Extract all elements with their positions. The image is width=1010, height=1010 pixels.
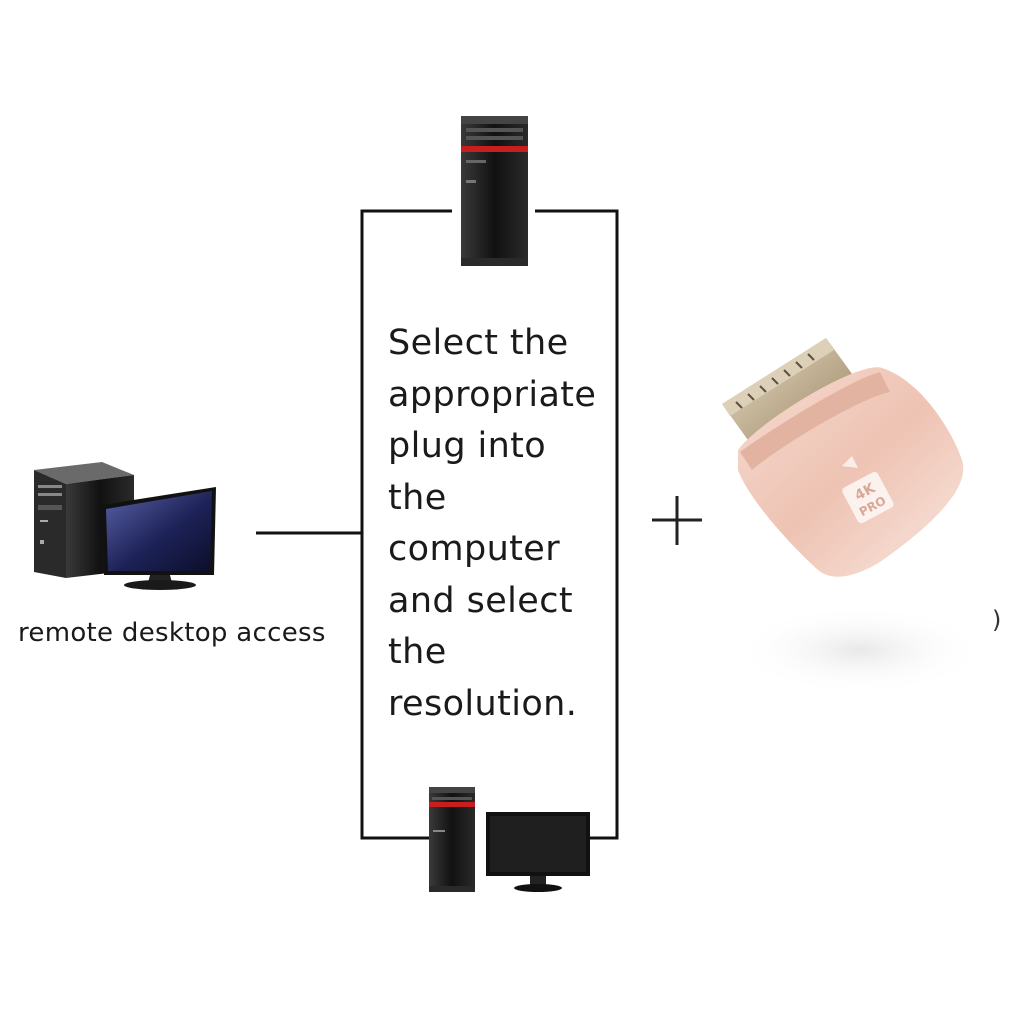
hdmi-dummy-plug: 4K PRO [722,338,985,695]
connection-lines [256,209,619,840]
badge-4k-pro: 4K PRO [842,471,894,524]
remote-access-label: remote desktop access [18,618,326,648]
trailing-parenthesis: ) [992,606,1002,634]
loop-right-side [535,209,619,840]
instruction-text: Select the appropriate plug into the com… [388,323,597,724]
loop-left-side [360,209,452,840]
bottom-computer-with-monitor [429,787,590,892]
top-tower-computer [461,116,528,266]
remote-desktop-computer [34,462,216,590]
plus-sign [652,496,702,545]
